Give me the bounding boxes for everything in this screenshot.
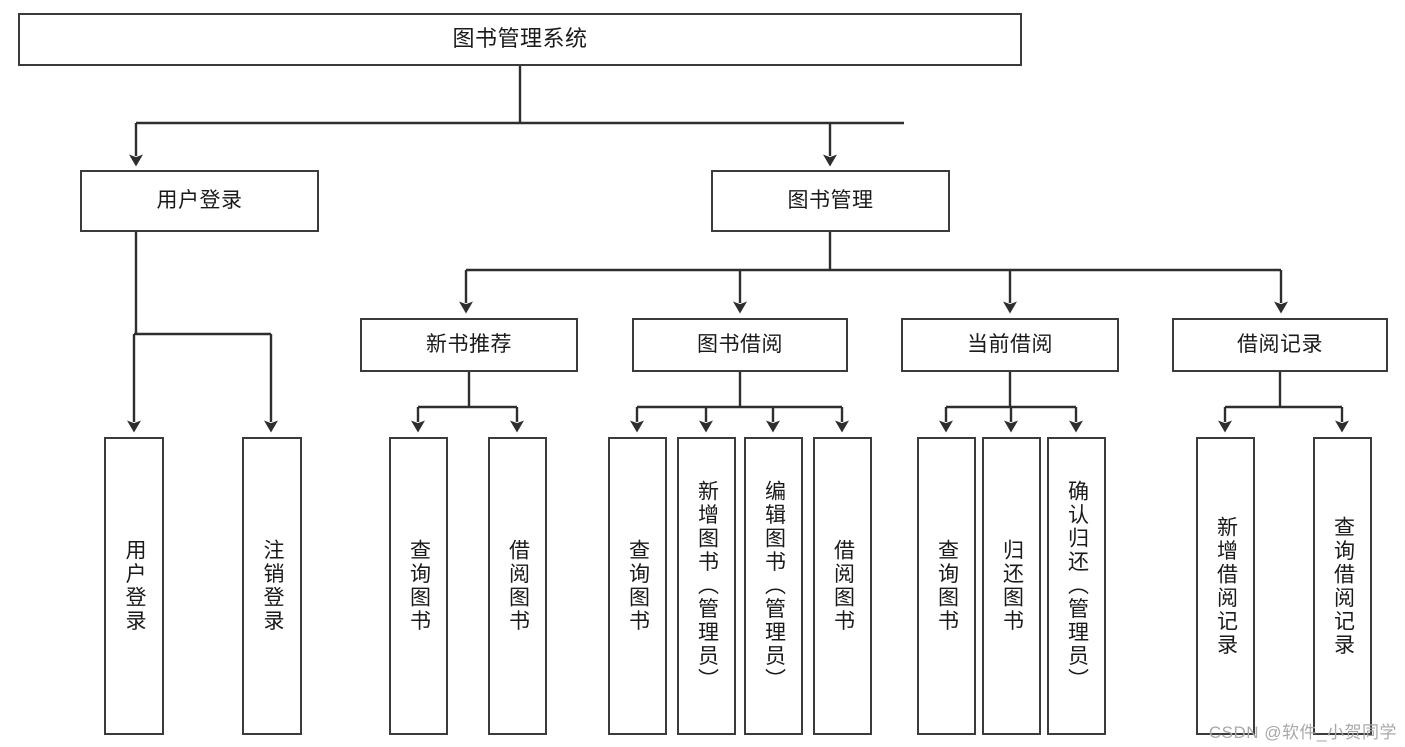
node-leaf-query-book-3[interactable]: 查询图书: [917, 437, 976, 735]
node-leaf-add-book-label: 新增图书（管理员）: [695, 480, 719, 692]
node-leaf-borrow-book-1-label: 借阅图书: [506, 539, 530, 633]
node-book-borrow[interactable]: 图书借阅: [632, 318, 848, 372]
node-leaf-logout-login-label: 注销登录: [261, 539, 285, 633]
node-new-book-recommend-label: 新书推荐: [426, 332, 512, 356]
node-leaf-add-record[interactable]: 新增借阅记录: [1196, 437, 1255, 735]
node-leaf-borrow-book-2[interactable]: 借阅图书: [813, 437, 872, 735]
node-current-borrow-label: 当前借阅: [967, 332, 1053, 356]
node-leaf-query-book-1[interactable]: 查询图书: [389, 437, 448, 735]
node-leaf-borrow-book-2-label: 借阅图书: [831, 539, 855, 633]
node-leaf-confirm-return[interactable]: 确认归还（管理员）: [1047, 437, 1106, 735]
node-new-book-recommend[interactable]: 新书推荐: [360, 318, 578, 372]
node-leaf-add-book[interactable]: 新增图书（管理员）: [677, 437, 736, 735]
node-book-management[interactable]: 图书管理: [711, 170, 950, 232]
csdn-watermark: CSDN @软件_小贺同学: [1208, 723, 1397, 742]
node-borrow-record[interactable]: 借阅记录: [1172, 318, 1388, 372]
node-book-management-label: 图书管理: [787, 188, 874, 212]
node-leaf-return-book-label: 归还图书: [1000, 539, 1024, 633]
node-leaf-query-book-2-label: 查询图书: [626, 539, 650, 633]
node-leaf-add-record-label: 新增借阅记录: [1214, 515, 1238, 657]
node-leaf-edit-book[interactable]: 编辑图书（管理员）: [744, 437, 803, 735]
node-leaf-edit-book-label: 编辑图书（管理员）: [762, 480, 786, 692]
node-borrow-record-label: 借阅记录: [1237, 332, 1323, 356]
node-leaf-user-login-label: 用户登录: [123, 539, 147, 633]
node-user-login-label: 用户登录: [156, 188, 243, 212]
node-leaf-query-record-label: 查询借阅记录: [1331, 515, 1355, 657]
node-root-system[interactable]: 图书管理系统: [18, 13, 1022, 66]
node-leaf-query-book-2[interactable]: 查询图书: [608, 437, 667, 735]
node-book-borrow-label: 图书借阅: [697, 332, 783, 356]
node-leaf-logout-login[interactable]: 注销登录: [242, 437, 302, 735]
node-root-system-label: 图书管理系统: [452, 26, 588, 52]
node-leaf-return-book[interactable]: 归还图书: [982, 437, 1041, 735]
node-leaf-user-login[interactable]: 用户登录: [104, 437, 164, 735]
node-leaf-query-book-1-label: 查询图书: [407, 539, 431, 633]
node-leaf-query-record[interactable]: 查询借阅记录: [1313, 437, 1372, 735]
node-user-login[interactable]: 用户登录: [80, 170, 319, 232]
node-leaf-borrow-book-1[interactable]: 借阅图书: [488, 437, 547, 735]
node-leaf-query-book-3-label: 查询图书: [935, 539, 959, 633]
node-leaf-confirm-return-label: 确认归还（管理员）: [1065, 480, 1089, 692]
node-current-borrow[interactable]: 当前借阅: [901, 318, 1119, 372]
